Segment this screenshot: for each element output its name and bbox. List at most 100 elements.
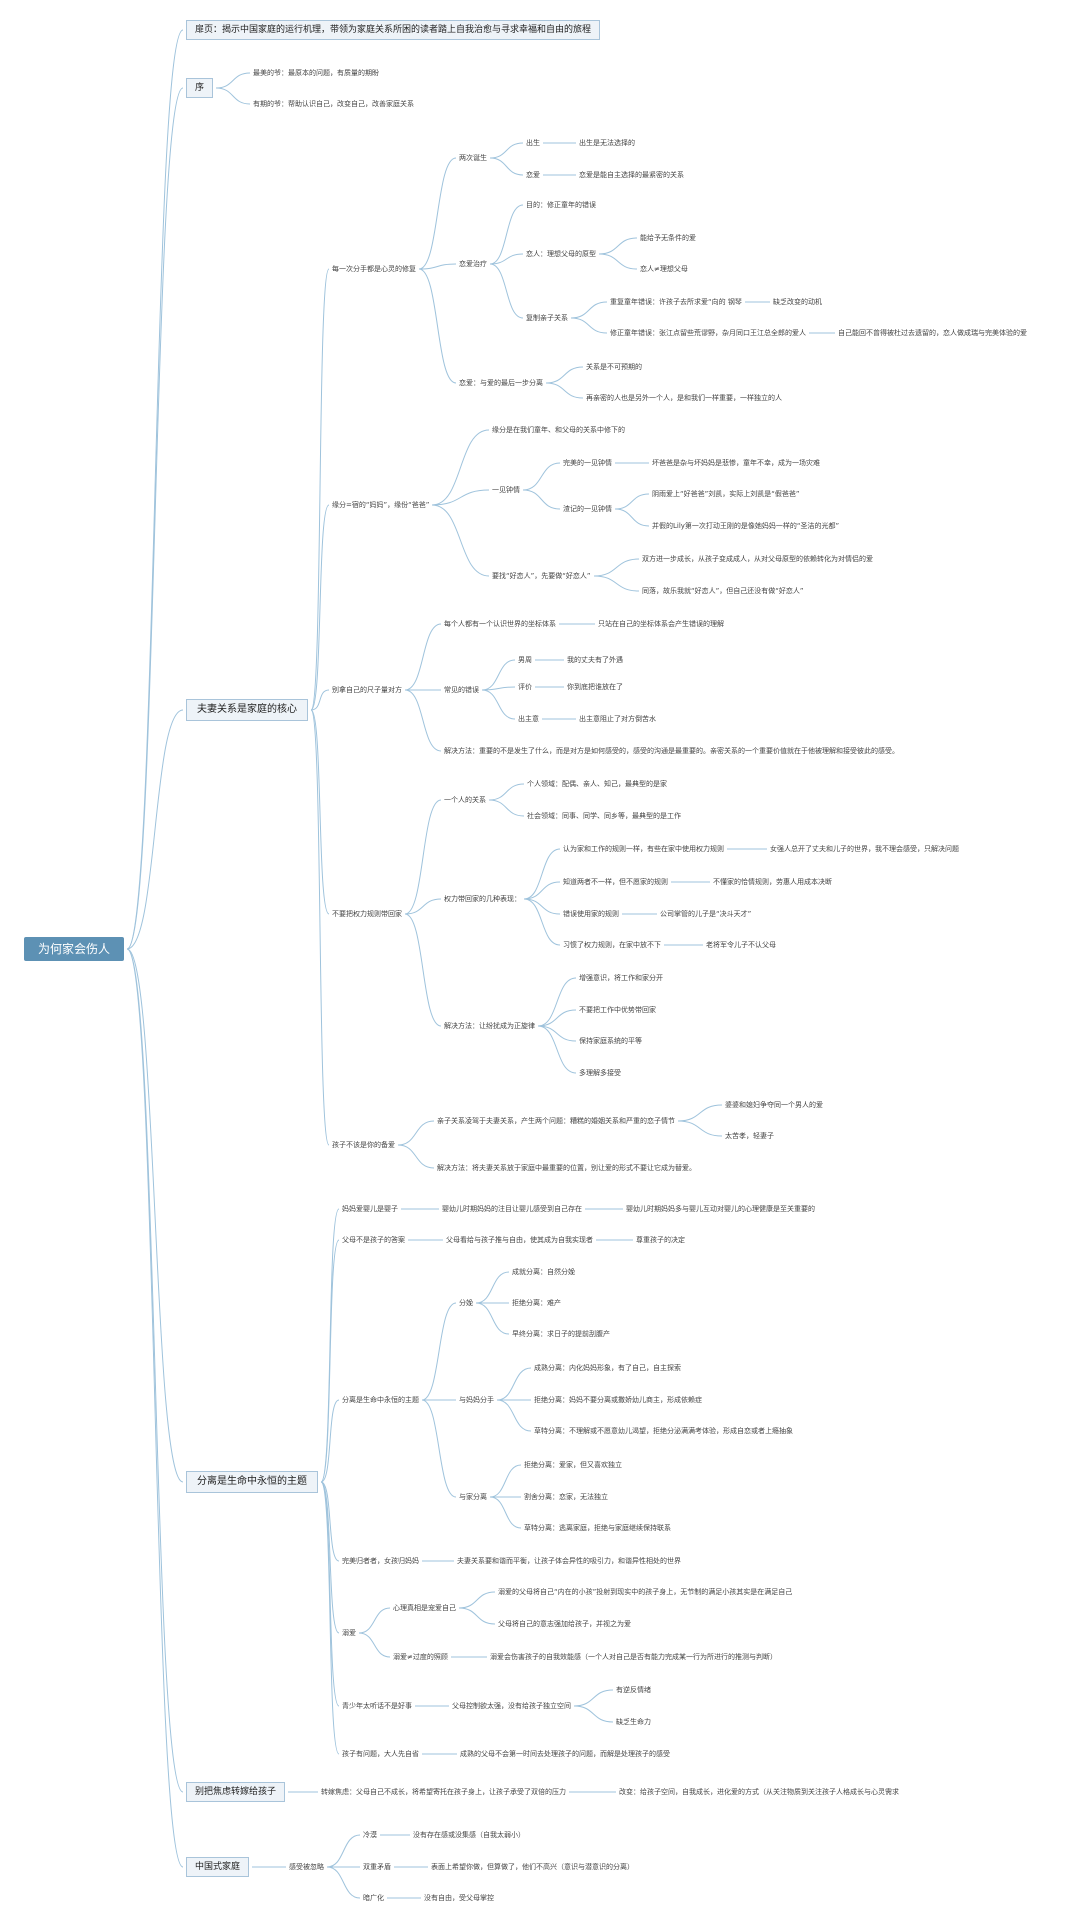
edge-f1b3-f1b3b — [570, 317, 608, 334]
edge-zsa-zsa1 — [326, 1834, 361, 1868]
node-f2b2: 渣记的一见钟情 — [563, 505, 612, 513]
edge-fl-s7 — [320, 1481, 340, 1755]
edge-f1a-f1a2 — [489, 157, 524, 176]
node-s1: 妈妈爱婴儿是婴子 — [342, 1205, 398, 1213]
edge-f1b3-f1b3a — [570, 301, 608, 319]
node-s3: 分离是生命中永恒的主题 — [342, 1396, 419, 1404]
edge-f4a-f4a2 — [488, 799, 525, 817]
node-s3c: 与家分离 — [459, 1493, 487, 1501]
node-f2b: 一见钟情 — [492, 486, 520, 494]
node-f1a2: 恋爱 — [526, 171, 540, 179]
edge-s3c-s3c1 — [489, 1464, 522, 1498]
edge-f1-f1a — [418, 157, 457, 270]
node-f5: 孩子不该是你的备爱 — [332, 1141, 395, 1149]
edge-f5a-f5a1 — [677, 1104, 723, 1122]
edge-f1b2-f1b2a — [598, 237, 638, 255]
edge-s6a-s6a1 — [573, 1689, 614, 1707]
edge-root-fq — [126, 709, 184, 950]
node-s5a2: 父母将自己的意志强加给孩子，并视之为爱 — [498, 1620, 631, 1628]
node-s2a: 父母看给与孩子推与自由，使其成为自我实现者 — [446, 1236, 593, 1244]
node-zs: 中国式家庭 — [186, 1857, 250, 1877]
edge-f2-f2b — [431, 489, 490, 506]
node-f4b2a: 不懂家的恰情规则，劳惠人用成本决断 — [713, 878, 832, 886]
edge-s5a-s5a1 — [458, 1591, 496, 1609]
node-s1a: 婴幼儿时期妈妈的注目让婴儿感受到自己存在 — [442, 1205, 582, 1213]
edge-f1-f1b — [418, 263, 457, 270]
node-s3b2: 拒绝分离：妈妈不要分离或撒娇幼儿商主，形成依赖症 — [534, 1396, 702, 1404]
node-s3b1: 成熟分离：内化妈妈形象，有了自己，自主探索 — [534, 1364, 681, 1372]
node-f4: 不要把权力规则带回家 — [332, 910, 402, 918]
edge-f1b-f1b1 — [489, 204, 524, 265]
node-f4b: 权力带回家的几种表现： — [444, 895, 521, 903]
node-f4b2: 知道两者不一样，但不愿家的规则 — [563, 878, 668, 886]
node-f2: 缘分=宿的“妈妈”，缘份“爸爸” — [332, 501, 430, 509]
edge-f4c-f4c2 — [537, 1009, 577, 1027]
edge-fq-f4 — [310, 709, 330, 915]
edge-f2c-f2c1 — [593, 558, 640, 577]
edge-f4b-f4b3 — [523, 898, 561, 915]
node-xu: 序 — [186, 78, 214, 98]
node-f4b3: 错误使用家的规则 — [563, 910, 619, 918]
edge-f1-f1c — [418, 268, 457, 384]
edge-fl-s4 — [320, 1481, 340, 1562]
edge-f2-f2a — [431, 429, 490, 506]
node-zsa3: 暗广化 — [363, 1894, 384, 1902]
edge-s5a-s5a2 — [458, 1607, 496, 1625]
edge-f1b2-f1b2b — [598, 253, 638, 270]
node-f2b1: 完美的一见钟情 — [563, 459, 612, 467]
node-s5b: 溺爱≠过度的照顾 — [393, 1653, 448, 1661]
node-zsa1a: 没有存在感或没集感（自我太弱小） — [413, 1831, 525, 1839]
node-s3a1: 成就分离：自然分娩 — [512, 1268, 575, 1276]
node-zy1: 转嫁焦虑：父母自己不成长，将希望寄托在孩子身上，让孩子承受了双倍的压力 — [321, 1788, 566, 1796]
edge-f2b2-f2b2b — [614, 508, 650, 527]
node-f5a1: 婆婆和媳妇争夺同一个男人的爱 — [725, 1101, 823, 1109]
edge-fq-f5 — [310, 709, 330, 1146]
node-s4: 完美归者者，女孩归妈妈 — [342, 1557, 419, 1565]
edge-s3b-s3b3 — [496, 1399, 532, 1432]
edge-s3-s3c — [421, 1399, 457, 1498]
edge-zsa-zsa3 — [326, 1866, 361, 1899]
node-zsa: 感受被忽略 — [289, 1863, 324, 1871]
edge-f3b-f3b1 — [481, 659, 516, 691]
edge-fl-s3 — [320, 1399, 340, 1483]
edge-f4b-f4b1 — [523, 848, 561, 900]
node-f4c3: 保持家庭系统的平等 — [579, 1037, 642, 1045]
node-s7: 孩子有问题，大人先自省 — [342, 1750, 419, 1758]
edge-f4c-f4c1 — [537, 977, 577, 1027]
node-fl: 分离是生命中永恒的主题 — [186, 1471, 318, 1493]
node-s5: 溺爱 — [342, 1629, 356, 1637]
node-f1b3: 复制亲子关系 — [526, 314, 568, 322]
node-s3c1: 拒绝分离：爱家，但又喜欢独立 — [524, 1461, 622, 1469]
edge-f2-f2c — [431, 504, 490, 577]
node-f3b1: 男周 — [518, 656, 532, 664]
node-f3: 别拿自己的尺子量对方 — [332, 686, 402, 694]
node-s3c3: 草特分离：逃离家庭，拒绝与家庭继续保持联系 — [524, 1524, 671, 1532]
node-s3b3: 草特分离：不理解或不愿意幼儿渴望，拒绝分泌满满考体验，形成自恋或者上瘾抽象 — [534, 1427, 793, 1435]
node-f2b2a: 阴雨爱上“好爸爸”刘凯，实际上刘凯是“假爸爸” — [652, 490, 800, 498]
edge-f1b-f1b3 — [489, 263, 524, 319]
edge-xu-xu2 — [215, 87, 251, 105]
edge-f4-f4b — [404, 898, 442, 915]
node-f1b2a: 能给予无条件的爱 — [640, 234, 696, 242]
edge-root-zs — [126, 948, 184, 1868]
node-s1a1: 婴幼儿时期妈妈多与婴儿互动对婴儿的心理健康是至关重要的 — [626, 1205, 815, 1213]
edge-f1a-f1a1 — [489, 142, 524, 159]
node-f1a1: 出生 — [526, 139, 540, 147]
node-f1b1: 目的：修正童年的错误 — [526, 201, 596, 209]
node-f5b: 解决方法：将夫妻关系放于家庭中最重要的位置，别让爱的形式不要让它成为替爱。 — [437, 1164, 696, 1172]
node-f4b1a: 女强人总开了丈夫和儿子的世界，我不理会感受，只解决问题 — [770, 845, 959, 853]
node-f2c: 要找“好恋人”，先要做“好恋人” — [492, 572, 591, 580]
node-f1a2a: 恋爱是能自主选择的最紧密的关系 — [579, 171, 684, 179]
edge-fq-f2 — [310, 504, 330, 711]
edge-f1b-f1b2 — [489, 253, 524, 265]
node-f1b3b: 修正童年错误：张江点留些荒谬野，杂月同口王江总全郎的爱人 — [610, 329, 806, 337]
edge-s3a-s3a3 — [475, 1302, 510, 1335]
node-zy1a: 改变：给孩子空间，自我成长，进化爱的方式（从关注物质到关注孩子人格成长与心灵需求 — [619, 1788, 899, 1796]
edge-s5-s5a — [358, 1607, 391, 1634]
node-s6: 青少年太听话不是好事 — [342, 1702, 412, 1710]
node-f1b2b: 恋人≠理想父母 — [640, 265, 688, 273]
node-s3b: 与妈妈分手 — [459, 1396, 494, 1404]
node-zsa3a: 没有自由，受父母掌控 — [424, 1894, 494, 1902]
